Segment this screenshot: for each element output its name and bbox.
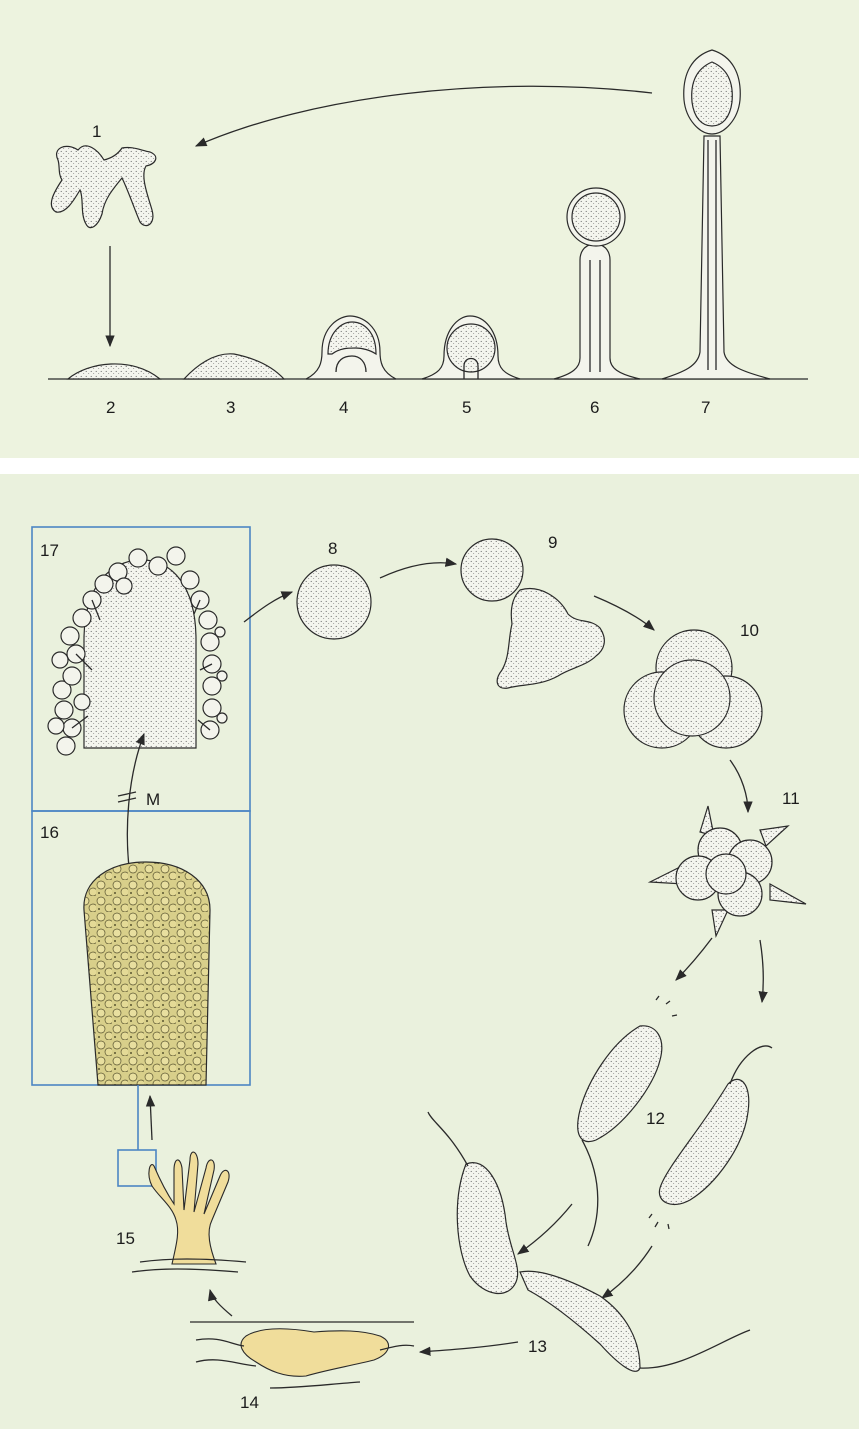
- stage-label-14: 14: [240, 1393, 259, 1412]
- stage-12-swarm-cell-lower: [648, 1045, 773, 1230]
- arrow-11-to-12-right: [758, 939, 768, 1004]
- stage-label-15: 15: [116, 1229, 135, 1248]
- stage-label-9: 9: [548, 533, 557, 552]
- stage-label-2: 2: [106, 398, 115, 417]
- stage-5-developing-sporangium: [421, 315, 521, 380]
- stage-11-myxamoebae-cluster: [647, 805, 807, 939]
- stage-label-17: 17: [40, 541, 59, 560]
- stage-1-amoeboid-plasmodium: [50, 145, 157, 229]
- arrow-11-to-12-left: [675, 937, 713, 981]
- stage-8-spore: [296, 564, 372, 640]
- meiosis-tick-1: [117, 791, 137, 797]
- arrow-13-to-14: [418, 1341, 519, 1356]
- stage-6-stalked-sporangium: [553, 187, 641, 380]
- stage-label-3: 3: [226, 398, 235, 417]
- stage-3-mound: [182, 353, 286, 380]
- stage-16-sporangium-surface: [83, 861, 211, 1086]
- meiosis-tick-2: [117, 797, 137, 803]
- stage-4-early-sporangium: [305, 315, 397, 380]
- arrow-9-to-10: [593, 595, 655, 631]
- arrow-10-to-11: [729, 759, 753, 814]
- arrow-12-to-13-right: [601, 1245, 653, 1299]
- stage-12-swarm-cell-upper: [577, 995, 678, 1247]
- stage-label-11: 11: [782, 789, 800, 808]
- stage-13-syngamy: [427, 1111, 751, 1372]
- panel-divider: [0, 458, 859, 474]
- stage-label-1: 1: [92, 122, 101, 141]
- stage-15-sporangia-cluster: [131, 1151, 247, 1273]
- stage-2-mound: [66, 363, 162, 380]
- spore-cluster-top: [115, 546, 186, 595]
- stage-10-cell-cluster: [623, 629, 763, 749]
- arrow-8-to-9: [379, 557, 458, 579]
- stage-label-10: 10: [740, 621, 759, 640]
- stage-label-16: 16: [40, 823, 59, 842]
- arrow-15-to-16: [145, 1094, 156, 1141]
- stage-label-7: 7: [701, 398, 710, 417]
- arrow-17-to-8: [243, 591, 294, 623]
- stage-label-8: 8: [328, 539, 337, 558]
- stage-label-5: 5: [462, 398, 471, 417]
- stage-7-mature-sporangium: [661, 49, 771, 380]
- arrow-16-to-17: [126, 732, 145, 877]
- stage-label-6: 6: [590, 398, 599, 417]
- stage-label-12: 12: [646, 1109, 665, 1128]
- stage-17-sporangium-section: [47, 546, 228, 756]
- stage-label-13: 13: [528, 1337, 547, 1356]
- arrow-14-to-15: [208, 1288, 233, 1317]
- stage-9-germinating-spore: [460, 538, 605, 689]
- arrow-12-to-13-left: [517, 1203, 573, 1255]
- stage-14-plasmodium: [190, 1321, 415, 1389]
- stage-label-4: 4: [339, 398, 348, 417]
- arrow-7-to-1: [194, 85, 653, 147]
- meiosis-label: M: [146, 790, 160, 809]
- inset-locator: [117, 1149, 157, 1187]
